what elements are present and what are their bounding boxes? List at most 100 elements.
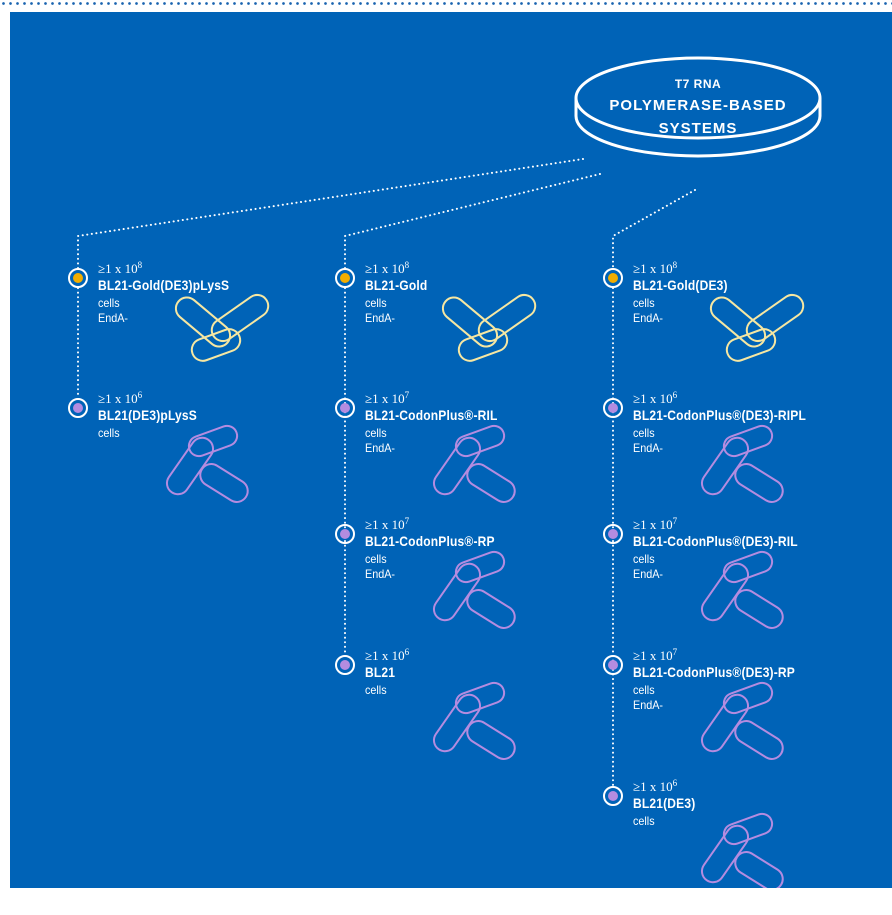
bacterium-shape <box>463 717 519 763</box>
cell-count-exponent: 8 <box>405 260 410 270</box>
cell-illustrations <box>163 291 808 888</box>
cell-count: ≥1 x 107 <box>365 518 409 532</box>
title-line-1: T7 RNA <box>598 74 798 94</box>
cell-count-exponent: 7 <box>405 516 410 526</box>
cell-count-base: ≥1 x 10 <box>98 391 138 406</box>
diagram-panel: T7 RNA POLYMERASE-BASED SYSTEMS ≥1 x 108… <box>10 12 892 888</box>
strain-marker-icon <box>68 268 88 288</box>
cell-count-base: ≥1 x 10 <box>633 391 673 406</box>
gold-cells-icon <box>171 291 272 364</box>
marker-dot <box>340 660 350 670</box>
marker-dot <box>608 529 618 539</box>
cell-count: ≥1 x 107 <box>633 518 677 532</box>
bacterium-shape <box>731 848 787 888</box>
cell-count-exponent: 8 <box>138 260 143 270</box>
cells-label: cells <box>98 426 120 440</box>
cell-count: ≥1 x 108 <box>365 262 409 276</box>
bacteria-cells-icon <box>698 680 787 763</box>
cell-count-exponent: 7 <box>405 390 410 400</box>
cell-count-base: ≥1 x 10 <box>633 779 673 794</box>
cell-count-base: ≥1 x 10 <box>633 648 673 663</box>
strain-marker-icon <box>603 786 623 806</box>
cell-count-base: ≥1 x 10 <box>365 261 405 276</box>
enda-label: EndA- <box>633 698 663 712</box>
marker-dot <box>340 529 350 539</box>
bacterium-shape <box>463 586 519 632</box>
cell-count-base: ≥1 x 10 <box>365 648 405 663</box>
bacterium-shape <box>438 293 501 351</box>
dotted-top-border <box>0 0 892 10</box>
cell-count-exponent: 6 <box>673 390 678 400</box>
cell-count-exponent: 6 <box>673 778 678 788</box>
cell-count: ≥1 x 107 <box>633 649 677 663</box>
enda-label: EndA- <box>98 311 128 325</box>
connector-line <box>613 190 695 270</box>
strain-marker-icon <box>603 398 623 418</box>
cell-count-exponent: 7 <box>673 516 678 526</box>
strain-name: BL21-CodonPlus®(DE3)-RIL <box>633 533 798 549</box>
cells-label: cells <box>633 683 655 697</box>
marker-dot <box>608 660 618 670</box>
cell-count-base: ≥1 x 10 <box>365 391 405 406</box>
cell-count-exponent: 6 <box>138 390 143 400</box>
strain-marker-icon <box>603 268 623 288</box>
cells-label: cells <box>633 814 655 828</box>
enda-label: EndA- <box>365 441 395 455</box>
cell-count-exponent: 8 <box>673 260 678 270</box>
strain-marker-icon <box>68 398 88 418</box>
strain-name: BL21-CodonPlus®-RP <box>365 533 495 549</box>
cells-label: cells <box>365 683 387 697</box>
cell-count: ≥1 x 108 <box>633 262 677 276</box>
marker-dot <box>608 791 618 801</box>
bacteria-cells-icon <box>698 811 787 888</box>
marker-dot <box>73 273 83 283</box>
cell-count: ≥1 x 106 <box>365 649 409 663</box>
cell-count-base: ≥1 x 10 <box>365 517 405 532</box>
strain-marker-icon <box>335 398 355 418</box>
marker-dot <box>340 403 350 413</box>
cell-count-base: ≥1 x 10 <box>633 261 673 276</box>
enda-label: EndA- <box>365 311 395 325</box>
cell-count: ≥1 x 106 <box>633 780 677 794</box>
strain-marker-icon <box>335 524 355 544</box>
cell-count-exponent: 6 <box>405 647 410 657</box>
strain-name: BL21-CodonPlus®(DE3)-RIPL <box>633 407 806 423</box>
bacterium-shape <box>171 293 234 351</box>
bacteria-cells-icon <box>430 549 519 632</box>
cells-label: cells <box>633 296 655 310</box>
bacteria-cells-icon <box>698 423 787 506</box>
cells-label: cells <box>365 552 387 566</box>
bacteria-cells-icon <box>698 549 787 632</box>
connector-diagram <box>10 12 892 888</box>
diagram-title: T7 RNA POLYMERASE-BASED SYSTEMS <box>598 74 798 140</box>
strain-name: BL21(DE3)pLysS <box>98 407 197 423</box>
gold-cells-icon <box>706 291 807 364</box>
bacteria-cells-icon <box>163 423 252 506</box>
enda-label: EndA- <box>633 567 663 581</box>
bacterium-shape <box>706 293 769 351</box>
strain-name: BL21-CodonPlus®(DE3)-RP <box>633 664 795 680</box>
strain-name: BL21-Gold(DE3) <box>633 277 728 293</box>
title-line-3: SYSTEMS <box>598 117 798 140</box>
bacterium-shape <box>196 460 252 506</box>
cell-count-base: ≥1 x 10 <box>633 517 673 532</box>
marker-dot <box>608 273 618 283</box>
enda-label: EndA- <box>633 311 663 325</box>
cells-label: cells <box>633 552 655 566</box>
strain-marker-icon <box>603 524 623 544</box>
strain-marker-icon <box>603 655 623 675</box>
connector-line <box>78 159 583 270</box>
marker-dot <box>608 403 618 413</box>
marker-dot <box>73 403 83 413</box>
connector-line <box>345 174 600 270</box>
enda-label: EndA- <box>365 567 395 581</box>
strain-name: BL21(DE3) <box>633 795 695 811</box>
cells-label: cells <box>633 426 655 440</box>
cell-count: ≥1 x 106 <box>98 392 142 406</box>
strain-name: BL21-Gold <box>365 277 427 293</box>
marker-dot <box>340 273 350 283</box>
bacterium-shape <box>463 460 519 506</box>
bacterium-shape <box>731 460 787 506</box>
cell-count-exponent: 7 <box>673 647 678 657</box>
title-line-2: POLYMERASE-BASED <box>598 94 798 117</box>
